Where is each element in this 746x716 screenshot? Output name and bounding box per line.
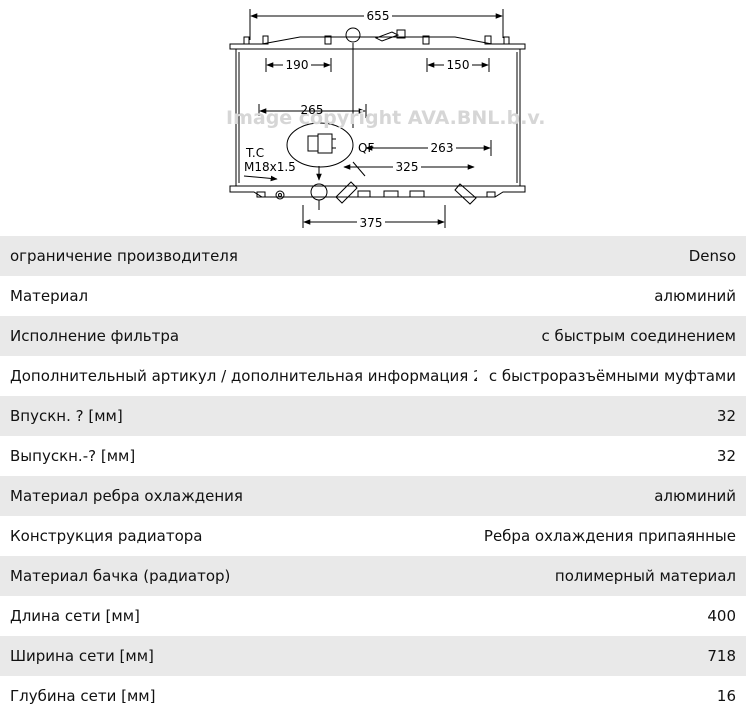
spec-label: Впускн. ? [мм] xyxy=(10,407,123,425)
spec-value: с быстроразъёмными муфтами xyxy=(488,367,736,385)
spec-value: Ребра охлаждения припаянные xyxy=(483,527,736,545)
spec-row-additional-info: Дополнительный артикул / дополнительная … xyxy=(0,356,746,396)
dim-overall-width: 655 xyxy=(367,9,390,23)
spec-label: Материал xyxy=(10,287,89,305)
spec-value: 32 xyxy=(716,407,736,425)
top-tank xyxy=(229,36,526,50)
spec-value: 16 xyxy=(716,687,736,705)
filler-cap xyxy=(345,27,361,43)
spec-value: 400 xyxy=(707,607,736,625)
spec-value: алюминий xyxy=(654,487,736,505)
spec-label: Длина сети [мм] xyxy=(10,607,140,625)
dim-connector-offset: 265 xyxy=(301,103,324,117)
spec-row-manufacturer: ограничение производителя Denso xyxy=(0,236,746,276)
radiator-drawing: Image copyright AVA.BNL.b.v. 655 190 150… xyxy=(226,9,545,230)
spec-row-core-depth: Глубина сети [мм] 16 xyxy=(0,676,746,716)
spec-row-core-width: Ширина сети [мм] 718 xyxy=(0,636,746,676)
temp-connector-label: T.C xyxy=(245,146,264,160)
spec-label: Дополнительный артикул / дополнительная … xyxy=(10,367,477,385)
outlet-pipe xyxy=(454,183,477,205)
quick-fit-detail xyxy=(286,122,354,168)
spec-row-fin-material: Материал ребра охлаждения алюминий xyxy=(0,476,746,516)
spec-value: 718 xyxy=(707,647,736,665)
spec-label: ограничение производителя xyxy=(10,247,238,265)
spec-label: Конструкция радиатора xyxy=(10,527,203,545)
spec-row-outlet-diameter: Выпускн.-? [мм] 32 xyxy=(0,436,746,476)
spec-value: полимерный материал xyxy=(554,567,736,585)
radiator-diagram: Image copyright AVA.BNL.b.v. 655 190 150… xyxy=(0,0,746,236)
spec-row-tank-material: Материал бачка (радиатор) полимерный мат… xyxy=(0,556,746,596)
spec-row-core-length: Длина сети [мм] 400 xyxy=(0,596,746,636)
dim-right-offset: 150 xyxy=(447,58,470,72)
thread-label: M18x1.5 xyxy=(244,160,296,174)
spec-label: Исполнение фильтра xyxy=(10,327,180,345)
spec-label: Выпускн.-? [мм] xyxy=(10,447,136,465)
dim-left-offset: 190 xyxy=(286,58,309,72)
dim-bottom-width: 375 xyxy=(360,216,383,230)
spec-row-inlet-diameter: Впускн. ? [мм] 32 xyxy=(0,396,746,436)
dim-outlet-offset: 263 xyxy=(431,141,454,155)
spec-label: Глубина сети [мм] xyxy=(10,687,156,705)
spec-label: Ширина сети [мм] xyxy=(10,647,154,665)
inlet-pipe xyxy=(335,181,358,204)
spec-value: Denso xyxy=(688,247,736,265)
dim-inlet-distance: 325 xyxy=(396,160,419,174)
spec-row-radiator-construction: Конструкция радиатора Ребра охлаждения п… xyxy=(0,516,746,556)
spec-value: с быстрым соединением xyxy=(541,327,736,345)
spec-label: Материал ребра охлаждения xyxy=(10,487,243,505)
spec-label: Материал бачка (радиатор) xyxy=(10,567,231,585)
bottom-tank xyxy=(229,185,526,198)
spec-value: 32 xyxy=(716,447,736,465)
spec-row-material: Материал алюминий xyxy=(0,276,746,316)
spec-row-filter-design: Исполнение фильтра с быстрым соединением xyxy=(0,316,746,356)
spec-table: ограничение производителя Denso Материал… xyxy=(0,236,746,716)
watermark-text: Image copyright AVA.BNL.b.v. xyxy=(226,107,545,129)
quick-fit-label: QF xyxy=(358,141,374,155)
spec-value: алюминий xyxy=(654,287,736,305)
